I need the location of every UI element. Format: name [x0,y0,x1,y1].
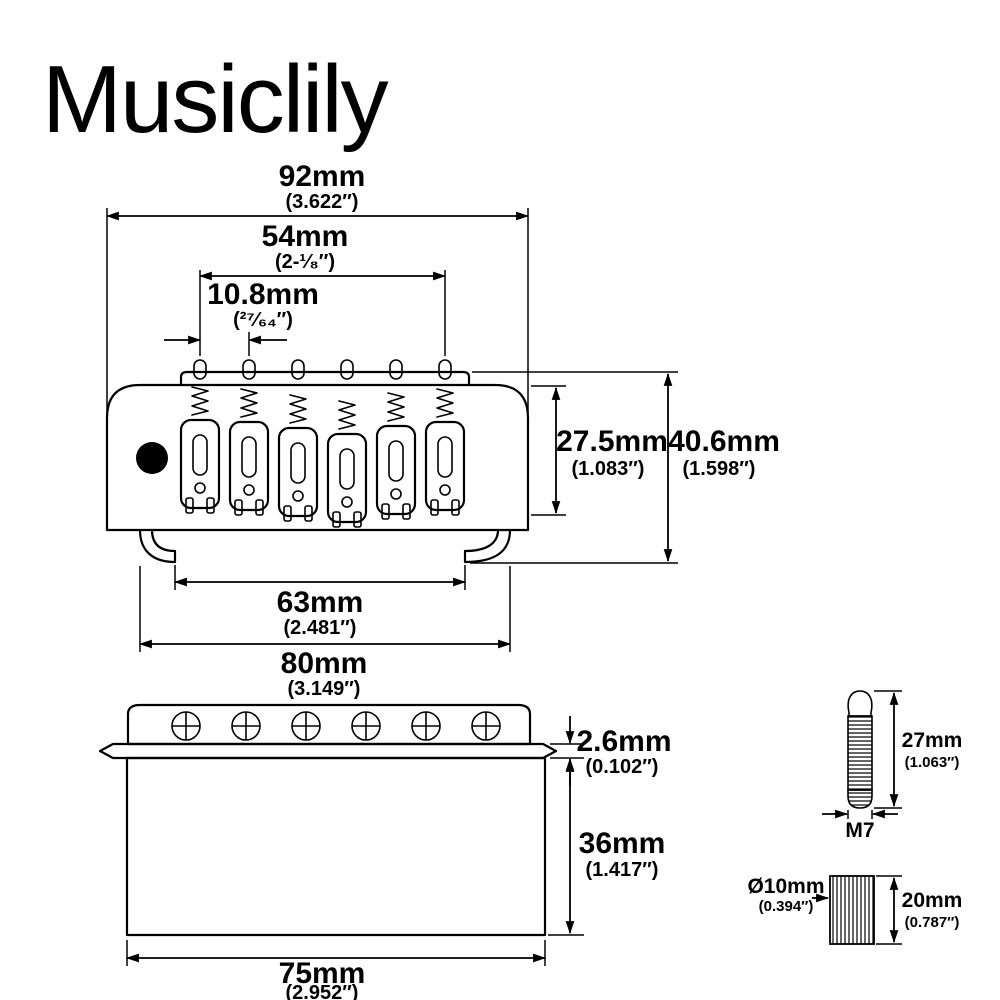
dimension-40-6mm: 40.6mm (1.598″) [470,371,780,564]
dim-2-6mm-label: 2.6mm [576,725,671,758]
saddle-3 [277,393,319,523]
screw [351,711,381,741]
dimension-27-5mm: 27.5mm (1.083″) [531,385,668,516]
saddle-4 [326,399,368,529]
saddle-5 [375,391,417,521]
string-hole [242,359,256,380]
thread-size-label: M7 [845,819,874,842]
dimension-80mm: 80mm (3.149″) [138,566,512,700]
dimension-diameter-10mm: Ø10mm (0.394″) [747,875,830,915]
dim-63mm-label: 63mm [277,586,364,619]
dim-40-6mm-label: 40.6mm [668,425,780,458]
arm-tip [847,690,873,717]
dim-92mm-label: 92mm [279,160,366,193]
dim-dia-label: Ø10mm [747,875,824,898]
dim-40-6mm-inch: (1.598″) [683,458,756,480]
mounting-screws [171,711,501,741]
screw [411,711,441,741]
dim-54mm-label: 54mm [262,220,349,253]
dimension-10-8mm: 10.8mm (²⁷⁄₆₄″) [164,278,319,356]
dim-92mm-inch: (3.622″) [286,191,359,213]
dim-63mm-inch: (2.481″) [284,617,357,639]
screw [291,711,321,741]
screw [471,711,501,741]
screw [231,711,261,741]
screw [171,711,201,741]
string-hole [193,359,207,380]
bridge-top-view [105,359,530,564]
string-hole [340,359,354,380]
bridge-side-view [98,703,558,937]
bridge-plate-lip [179,370,471,387]
saddle-2 [228,387,270,517]
arm-end [847,789,873,809]
dim-27-5mm-label: 27.5mm [556,425,668,458]
saddle-1 [179,385,221,515]
arm-threaded-shaft [847,715,873,791]
dimension-m7: M7 [822,809,898,842]
dimension-20mm: 20mm (0.787″) [876,875,963,945]
plate-foot-right [463,528,512,564]
side-plate-top [126,703,532,746]
dim-27mm-label: 27mm [902,729,963,752]
string-hole [291,359,305,380]
dim-36mm-label: 36mm [579,827,666,860]
dimension-54mm: 54mm (2-¹⁄₈″) [198,220,447,356]
dim-80mm-inch: (3.149″) [288,678,361,700]
mount-hole-dot [136,442,168,474]
dim-10-8mm-label: 10.8mm [207,278,319,311]
tremolo-arm [847,690,873,809]
brand-logo: Musiclily [42,46,389,153]
dimension-63mm: 63mm (2.481″) [173,565,467,639]
dim-20mm-inch: (0.787″) [905,914,960,931]
dim-10-8mm-inch: (²⁷⁄₆₄″) [233,309,293,331]
dimension-27mm: 27mm (1.063″) [874,690,963,809]
dimension-92mm: 92mm (3.622″) [105,160,530,412]
side-plate-edge [98,742,558,760]
saddle-6 [424,387,466,517]
insert-body [829,875,875,945]
dimension-36mm: 36mm (1.417″) [548,758,666,936]
bridge-plate-outline [105,383,530,532]
plate-foot-left [138,528,177,564]
dim-27mm-inch: (1.063″) [905,754,960,771]
dim-27-5mm-inch: (1.083″) [572,458,645,480]
tremolo-block [125,756,547,937]
dim-20mm-label: 20mm [902,889,963,912]
dim-80mm-label: 80mm [281,647,368,680]
dim-75mm-inch: (2.952″) [286,982,359,1000]
dimension-75mm: 75mm (2.952″) [125,940,547,1000]
dimension-2-6mm: 2.6mm (0.102″) [550,716,672,786]
dim-dia-inch: (0.394″) [759,898,814,915]
string-hole [389,359,403,380]
string-hole [438,359,452,380]
dim-54mm-inch: (2-¹⁄₈″) [275,251,335,273]
knurled-insert [829,875,875,945]
dim-36mm-inch: (1.417″) [586,859,659,881]
dim-75mm-label: 75mm [279,957,366,990]
dim-2-6mm-inch: (0.102″) [586,756,659,778]
